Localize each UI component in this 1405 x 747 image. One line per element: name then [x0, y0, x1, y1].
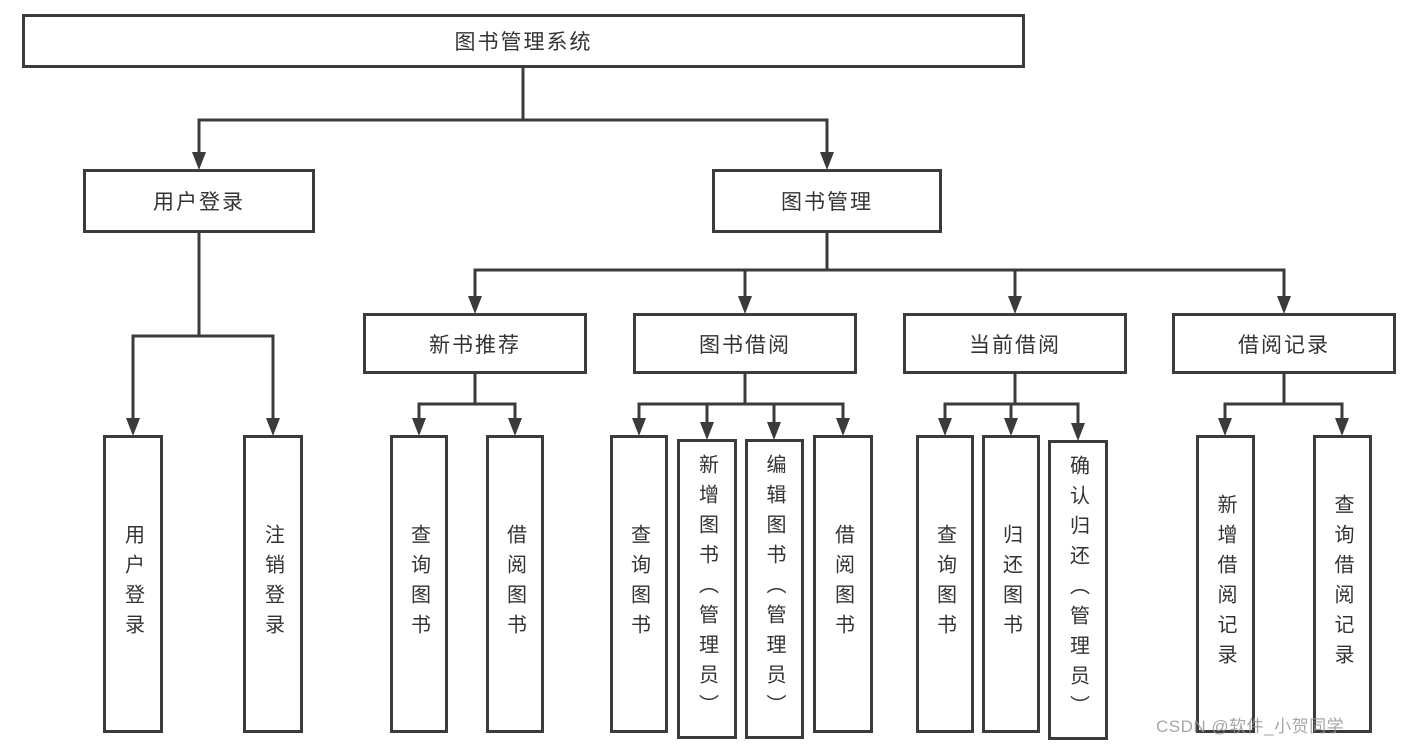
node-return-book: 归还图书	[982, 435, 1040, 733]
node-query-books-current: 查询图书	[916, 435, 974, 733]
node-borrow-books-leaf: 借阅图书	[813, 435, 873, 733]
node-logout-leaf: 注销登录	[243, 435, 303, 733]
node-user-login-leaf: 用户登录	[103, 435, 163, 733]
arrowheads	[126, 152, 1349, 441]
node-edit-book-admin: 编辑图书（管理员）	[745, 439, 804, 739]
node-new-book-recommend: 新书推荐	[363, 313, 587, 374]
node-borrow-books-recommend: 借阅图书	[486, 435, 544, 733]
node-query-books-recommend: 查询图书	[390, 435, 448, 733]
node-borrow-records: 借阅记录	[1172, 313, 1396, 374]
node-add-borrow-record: 新增借阅记录	[1196, 435, 1255, 733]
node-book-borrow: 图书借阅	[633, 313, 857, 374]
node-root: 图书管理系统	[22, 14, 1025, 68]
node-book-management: 图书管理	[712, 169, 942, 233]
node-confirm-return-admin: 确认归还（管理员）	[1048, 440, 1108, 740]
watermark: CSDN @软件_小贺同学	[1156, 717, 1345, 736]
node-user-login: 用户登录	[83, 169, 315, 233]
node-add-book-admin: 新增图书（管理员）	[677, 439, 737, 739]
node-query-borrow-record: 查询借阅记录	[1313, 435, 1372, 733]
node-current-borrow: 当前借阅	[903, 313, 1127, 374]
node-query-books-borrow: 查询图书	[610, 435, 668, 733]
